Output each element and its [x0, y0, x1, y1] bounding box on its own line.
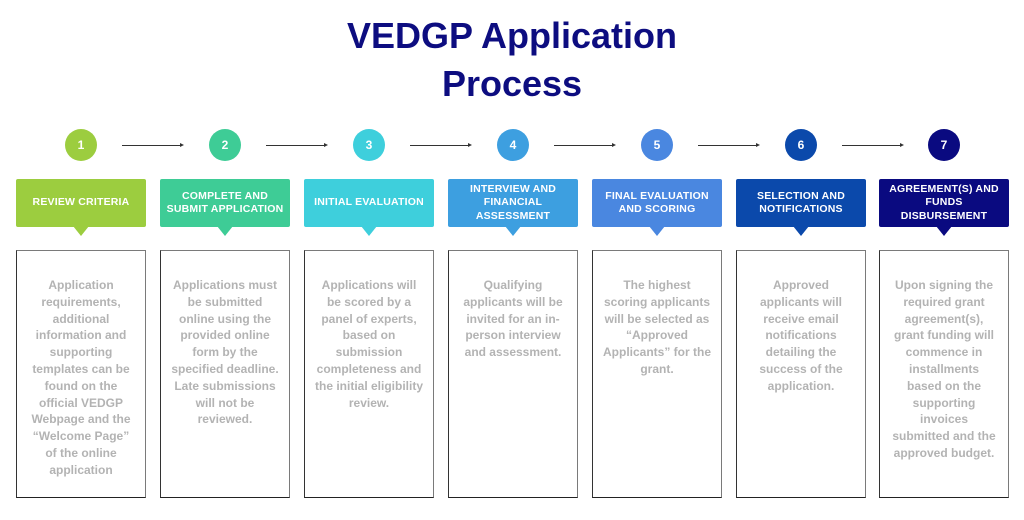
step-number-badge: 5	[641, 129, 673, 161]
step-title: INTERVIEW AND FINANCIAL ASSESSMENT	[448, 179, 578, 227]
callout-pointer-icon	[217, 226, 233, 236]
step-number-badge: 4	[497, 129, 529, 161]
step-title: FINAL EVALUATION AND SCORING	[592, 179, 722, 227]
step-description: Applications will be scored by a panel o…	[304, 250, 434, 498]
step-description: Application requirements, additional inf…	[16, 250, 146, 498]
arrow-right-icon	[266, 143, 328, 147]
step-title: AGREEMENT(S) AND FUNDS DISBURSEMENT	[879, 179, 1009, 227]
callout-pointer-icon	[73, 226, 89, 236]
callout-pointer-icon	[361, 226, 377, 236]
title-line-2: Process	[441, 63, 583, 104]
step-description: Qualifying applicants will be invited fo…	[448, 250, 578, 498]
step-number-badge: 7	[928, 129, 960, 161]
step-title: SELECTION AND NOTIFICATIONS	[736, 179, 866, 227]
callout-pointer-icon	[793, 226, 809, 236]
title-line-1: VEDGP Application	[346, 15, 678, 56]
callout-pointer-icon	[505, 226, 521, 236]
arrow-right-icon	[554, 143, 616, 147]
callout-pointer-icon	[649, 226, 665, 236]
step-title: REVIEW CRITERIA	[16, 179, 146, 227]
step-number-badge: 2	[209, 129, 241, 161]
arrow-right-icon	[842, 143, 904, 147]
step-number-badge: 3	[353, 129, 385, 161]
step-number-badge: 1	[65, 129, 97, 161]
step-title: INITIAL EVALUATION	[304, 179, 434, 227]
step-title: COMPLETE AND SUBMIT APPLICATION	[160, 179, 290, 227]
step-description: Approved applicants will receive email n…	[736, 250, 866, 498]
step-number-badge: 6	[785, 129, 817, 161]
step-description: The highest scoring applicants will be s…	[592, 250, 722, 498]
step-description: Applications must be submitted online us…	[160, 250, 290, 498]
arrow-right-icon	[122, 143, 184, 147]
arrow-right-icon	[410, 143, 472, 147]
arrow-right-icon	[698, 143, 760, 147]
page-title: VEDGP Application Process	[0, 12, 1024, 108]
callout-pointer-icon	[936, 226, 952, 236]
step-description: Upon signing the required grant agreemen…	[879, 250, 1009, 498]
